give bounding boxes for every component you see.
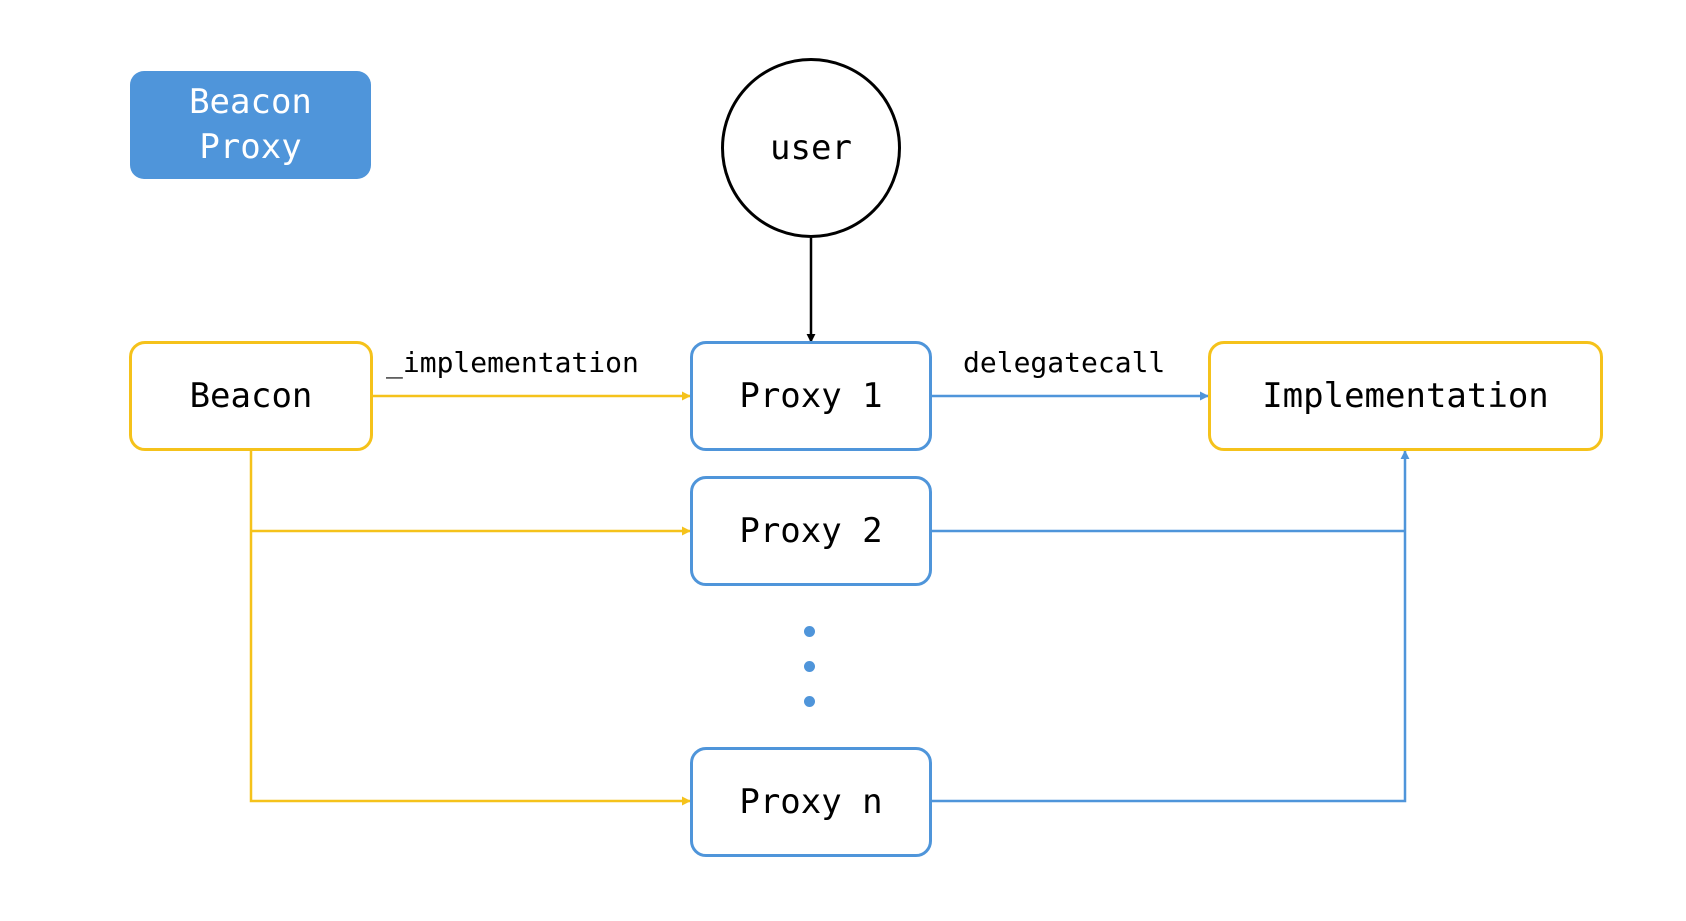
proxy-n-label: Proxy n bbox=[739, 781, 883, 822]
beacon-node: Beacon bbox=[129, 341, 373, 451]
ellipsis-dot bbox=[804, 661, 815, 672]
ellipsis-dot bbox=[804, 626, 815, 637]
implementation-edge-label: _implementation bbox=[386, 346, 639, 379]
proxy-n-node: Proxy n bbox=[690, 747, 932, 857]
ellipsis-dot bbox=[804, 696, 815, 707]
beacon-label: Beacon bbox=[189, 375, 313, 416]
diagram-title-badge: Beacon Proxy bbox=[130, 71, 371, 179]
delegatecall-edge-label: delegatecall bbox=[963, 346, 1166, 379]
proxy-1-label: Proxy 1 bbox=[739, 375, 883, 416]
title-line-2: Proxy bbox=[199, 127, 302, 167]
proxy-1-node: Proxy 1 bbox=[690, 341, 932, 451]
user-node: user bbox=[721, 58, 901, 238]
implementation-node: Implementation bbox=[1208, 341, 1603, 451]
beacon-trunk-line bbox=[249, 451, 691, 806]
proxy-n-to-implementation-arrow bbox=[932, 450, 1410, 803]
proxy-2-node: Proxy 2 bbox=[690, 476, 932, 586]
title-line-1: Beacon bbox=[189, 82, 312, 123]
user-label: user bbox=[770, 128, 852, 168]
proxy-2-label: Proxy 2 bbox=[739, 510, 883, 551]
implementation-label: Implementation bbox=[1262, 375, 1549, 416]
